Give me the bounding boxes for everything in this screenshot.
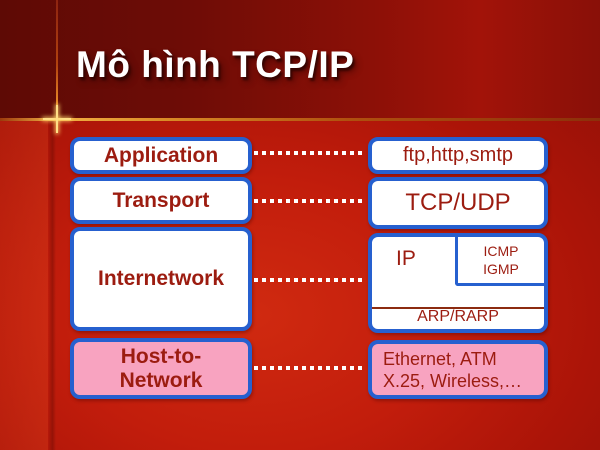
connector-transport <box>254 199 366 203</box>
protocol-box-transport: TCP/UDP <box>368 177 548 229</box>
layer-box-transport: Transport <box>70 177 252 224</box>
protocol-box-internetwork: IP ICMP IGMP ARP/RARP <box>368 233 548 333</box>
layer-box-internetwork: Internetwork <box>70 227 252 331</box>
vertical-accent-line <box>56 0 58 118</box>
gold-divider-line <box>0 118 600 121</box>
layer-box-host-to-network: Host-to- Network <box>70 338 252 399</box>
protocol-box-application: ftp,http,smtp <box>368 137 548 174</box>
protocols-line1: Ethernet, ATM <box>383 348 497 369</box>
vertical-crease-shadow <box>48 121 56 450</box>
top-band <box>0 0 600 118</box>
arp-rarp-divider-line <box>372 307 544 309</box>
page-title: Mô hình TCP/IP <box>76 44 355 85</box>
cross-marker <box>43 105 71 133</box>
cross-vertical-bar <box>56 105 58 133</box>
connector-internetwork <box>254 278 366 282</box>
protocol-label-application: ftp,http,smtp <box>402 144 514 166</box>
layer-label-application: Application <box>103 143 219 167</box>
layer-box-application: Application <box>70 137 252 174</box>
connector-application <box>254 151 366 155</box>
protocol-box-host-to-network: Ethernet, ATM X.25, Wireless,… <box>368 340 548 399</box>
layer-label-host-to-network: Host-to- Network <box>119 344 203 392</box>
connector-host-to-network <box>254 366 366 370</box>
layer-label-transport: Transport <box>112 188 210 212</box>
igmp-label: IGMP <box>483 261 519 277</box>
protocol-label-transport: TCP/UDP <box>405 189 511 216</box>
icmp-label: ICMP <box>483 243 519 259</box>
left-strip-shade <box>0 121 48 450</box>
host-to-network-protocols: Ethernet, ATM X.25, Wireless,… <box>372 348 544 392</box>
ip-label: IP <box>396 247 416 270</box>
arp-rarp-label: ARP/RARP <box>417 308 499 325</box>
icmp-igmp-subbox: ICMP IGMP <box>455 237 544 286</box>
layer-label-internetwork: Internetwork <box>97 267 225 290</box>
protocols-line2: X.25, Wireless,… <box>383 370 523 391</box>
